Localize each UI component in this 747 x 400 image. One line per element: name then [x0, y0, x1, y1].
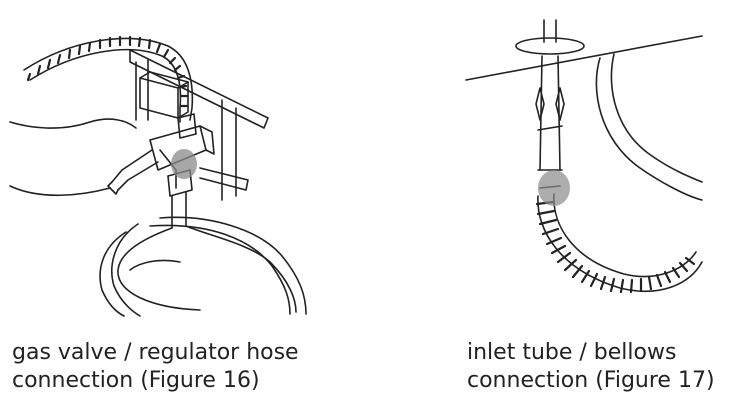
flex-hose: [23, 37, 197, 139]
pilot-tube: [9, 149, 159, 197]
caption-line: gas valve / regulator hose: [12, 340, 299, 365]
caption-line: connection (Figure 16): [12, 368, 260, 393]
tank-curves: [595, 53, 703, 201]
connection-highlight: [171, 149, 197, 179]
caption-line: inlet tube / bellows: [467, 340, 677, 365]
floor-line: [465, 35, 703, 81]
bellows-corrugation: [535, 200, 696, 294]
mounting-bracket: [129, 49, 269, 201]
floor-hole: [515, 37, 585, 55]
caption-line: connection (Figure 17): [467, 368, 715, 393]
inlet-pipe: [171, 191, 187, 229]
figure-16-illustration: [0, 0, 360, 320]
hose-corrugation: [26, 35, 189, 108]
wire: [9, 118, 137, 129]
gas-valve-drawing: [9, 35, 307, 317]
coiled-tubing: [99, 216, 307, 317]
connection-highlight: [538, 170, 570, 206]
figure-17-caption: inlet tube / bellows connection (Figure …: [467, 339, 747, 395]
bellows-hose: [537, 193, 703, 293]
inlet-tube: [535, 55, 565, 189]
figure-17-illustration: [440, 0, 747, 320]
inlet-tube-drawing: [465, 19, 703, 294]
figure-16-caption: gas valve / regulator hose connection (F…: [12, 339, 352, 395]
